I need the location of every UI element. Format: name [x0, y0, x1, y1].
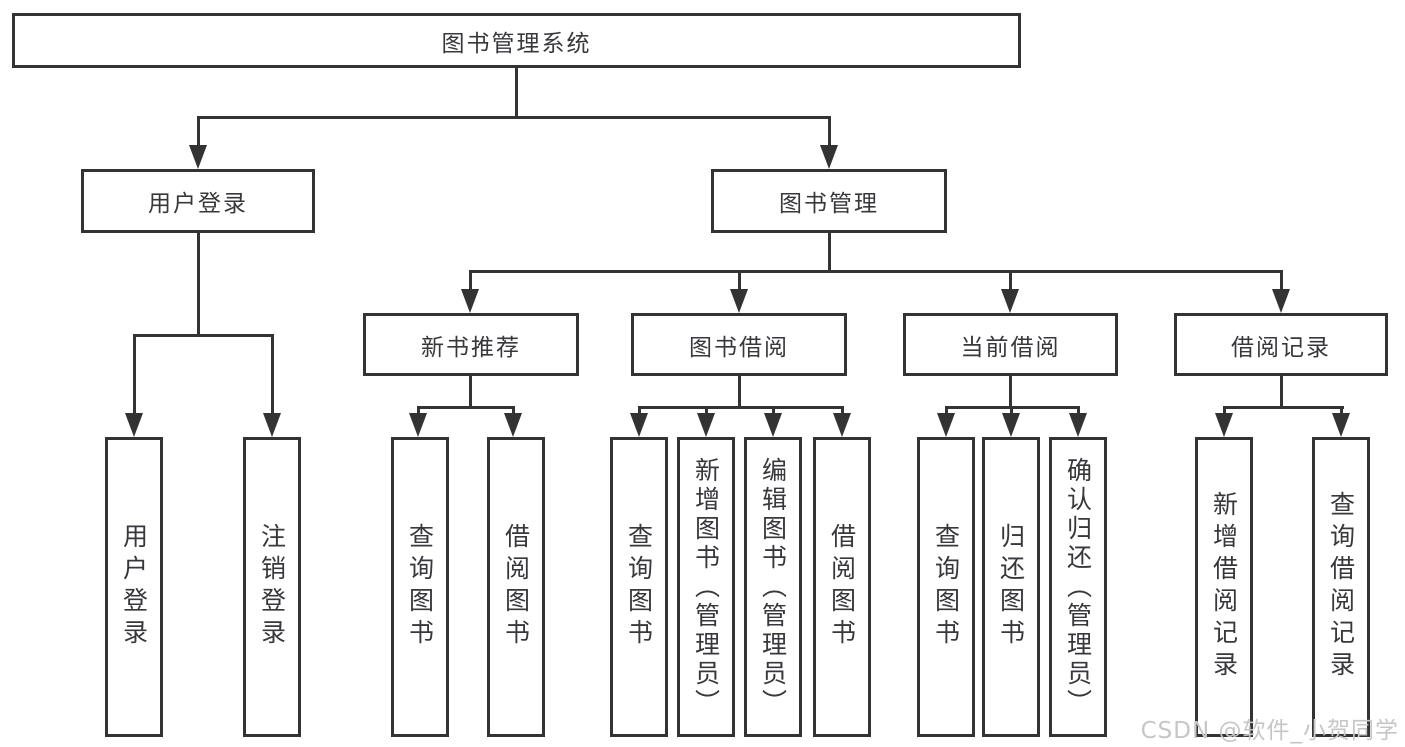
node-user-login: 用户登录	[81, 169, 315, 233]
arrow-down-icon	[1069, 413, 1087, 437]
leaf-label: 查询借阅记录	[1326, 491, 1356, 683]
arrow-down-icon	[1001, 289, 1019, 313]
connector-line	[828, 232, 831, 272]
leaf-label: 归还图书	[996, 523, 1026, 651]
connector-line	[1009, 270, 1012, 292]
leaf-label: 查询图书	[931, 523, 961, 651]
node-label: 图书借阅	[689, 334, 789, 361]
leaf-query-books: 查询图书	[610, 437, 668, 737]
leaf-query-borrow-record: 查询借阅记录	[1312, 437, 1370, 737]
leaf-user-login: 用户登录	[105, 437, 163, 737]
arrow-down-icon	[504, 413, 522, 437]
leaf-query-books: 查询图书	[917, 437, 975, 737]
node-new-book-recommendation: 新书推荐	[363, 313, 579, 376]
node-label: 图书管理系统	[441, 30, 592, 57]
leaf-label: 编辑图书（管理员）	[758, 456, 788, 718]
connector-line	[512, 406, 515, 416]
watermark: CSDN @软件_小贺同学	[1140, 718, 1399, 744]
connector-line	[738, 375, 741, 408]
connector-line	[197, 232, 200, 336]
arrow-down-icon	[125, 413, 143, 437]
connector-line	[1009, 375, 1012, 408]
leaf-borrow-books: 借阅图书	[487, 437, 545, 737]
leaf-label: 确认归还（管理员）	[1063, 456, 1093, 718]
arrow-down-icon	[833, 413, 851, 437]
arrow-down-icon	[730, 289, 748, 313]
connector-line	[1077, 406, 1080, 416]
leaf-label: 用户登录	[119, 523, 149, 651]
arrow-down-icon	[263, 413, 281, 437]
node-label: 当前借阅	[960, 334, 1061, 361]
connector-line	[738, 270, 741, 292]
arrow-down-icon	[409, 413, 427, 437]
node-library-management-system: 图书管理系统	[12, 13, 1021, 68]
leaf-return-book: 归还图书	[982, 437, 1040, 737]
node-borrowing-records: 借阅记录	[1174, 313, 1388, 376]
connector-line	[515, 66, 518, 118]
arrow-down-icon	[764, 413, 782, 437]
arrow-down-icon	[1215, 413, 1233, 437]
leaf-label: 借阅图书	[827, 523, 857, 651]
leaf-label: 查询图书	[624, 523, 654, 651]
arrow-down-icon	[1272, 289, 1290, 313]
node-label: 借阅记录	[1231, 334, 1331, 361]
connector-line	[1280, 375, 1283, 408]
node-label: 新书推荐	[421, 334, 521, 361]
connector-line	[638, 406, 641, 416]
leaf-add-book-admin: 新增图书（管理员）	[677, 437, 735, 737]
arrow-down-icon	[697, 413, 715, 437]
node-book-management: 图书管理	[711, 169, 947, 233]
node-label: 图书管理	[779, 191, 879, 217]
connector-line	[469, 375, 472, 408]
connector-line	[1280, 270, 1283, 292]
arrow-down-icon	[1002, 413, 1020, 437]
arrow-down-icon	[461, 289, 479, 313]
leaf-confirm-return-admin: 确认归还（管理员）	[1049, 437, 1107, 737]
leaf-borrow-books: 借阅图书	[813, 437, 871, 737]
arrow-down-icon	[1332, 413, 1350, 437]
connector-line	[705, 406, 708, 416]
connector-line	[945, 406, 948, 416]
connector-line	[197, 116, 200, 148]
leaf-label: 新增借阅记录	[1209, 491, 1239, 683]
connector-line	[1340, 406, 1343, 416]
connector-line	[828, 116, 831, 148]
node-current-borrowing: 当前借阅	[903, 313, 1118, 376]
connector-line	[638, 406, 844, 409]
connector-line	[417, 406, 420, 416]
connector-line	[469, 270, 472, 292]
connector-line	[133, 334, 274, 337]
connector-line	[469, 270, 1283, 273]
connector-line	[197, 116, 831, 119]
arrow-down-icon	[937, 413, 955, 437]
leaf-edit-book-admin: 编辑图书（管理员）	[744, 437, 802, 737]
leaf-label: 借阅图书	[501, 523, 531, 651]
leaf-label: 新增图书（管理员）	[691, 456, 721, 718]
leaf-logout: 注销登录	[243, 437, 301, 737]
connector-line	[1010, 406, 1013, 416]
connector-line	[1223, 406, 1344, 409]
arrow-down-icon	[820, 145, 838, 169]
leaf-label: 查询图书	[405, 523, 435, 651]
connector-line	[841, 406, 844, 416]
connector-line	[271, 334, 274, 415]
connector-line	[1223, 406, 1226, 416]
leaf-query-books: 查询图书	[391, 437, 449, 737]
connector-line	[417, 406, 515, 409]
node-book-borrowing: 图书借阅	[631, 313, 847, 376]
connector-line	[772, 406, 775, 416]
connector-line	[133, 334, 136, 415]
leaf-add-borrow-record: 新增借阅记录	[1195, 437, 1253, 737]
arrow-down-icon	[189, 145, 207, 169]
node-label: 用户登录	[148, 191, 248, 217]
leaf-label: 注销登录	[257, 523, 287, 651]
arrow-down-icon	[630, 413, 648, 437]
